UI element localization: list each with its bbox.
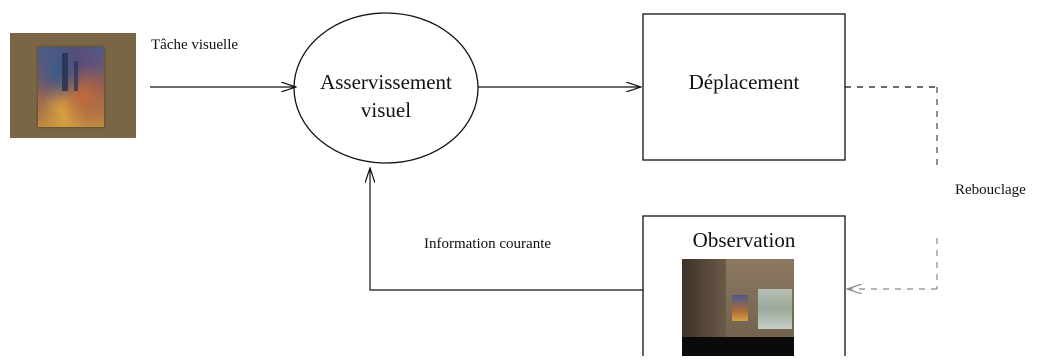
room-painting-small — [732, 295, 748, 321]
arrow-observation-to-servo — [370, 168, 643, 291]
observation-box — [642, 215, 846, 361]
painting-tower-shape — [62, 53, 68, 91]
current-info-label: Information courante — [424, 236, 552, 252]
observation-label: Observation — [692, 228, 796, 252]
motion-label: Déplacement — [688, 70, 800, 94]
observation-view-image — [682, 259, 794, 356]
input-painting-image — [10, 33, 136, 138]
room-floor — [682, 337, 794, 356]
task-label: Tâche visuelle — [151, 37, 239, 53]
room-painting-large — [758, 289, 792, 329]
painting-canvas — [38, 47, 104, 127]
servo-ellipse — [293, 12, 479, 164]
feedback-label: Rebouclage — [955, 182, 1026, 198]
painting-tower-shape-2 — [74, 61, 78, 91]
servo-label-line2: visuel — [360, 98, 412, 122]
servo-label-line1: Asservissement — [320, 70, 452, 94]
